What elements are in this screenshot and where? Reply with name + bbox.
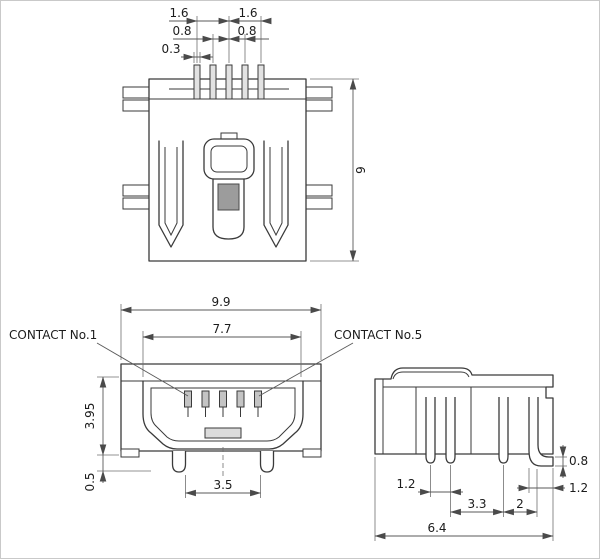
top-view-dimensions: 1.6 1.6 0.8 0.8 0.3 9 [161,6,368,262]
side-view-outline [374,367,554,467]
dim-label-overall-width: 9.9 [211,295,230,309]
dim-label-standoff: 0.5 [83,472,97,491]
dim-label-shell-width: 7.7 [212,322,231,336]
top-view: 1.6 1.6 0.8 0.8 0.3 9 [122,6,368,262]
dim-label-pitch-0-8-right: 0.8 [237,24,256,38]
dim-label-span-b: 2 [516,497,524,511]
dim-label-lead-thickness: 0.8 [569,454,588,468]
side-view-dimensions: 0.8 1.2 1.2 3.3 2 6.4 [374,445,588,541]
top-view-outline [122,64,333,262]
dim-label-overall-depth: 6.4 [427,521,446,535]
dim-label-foot-length: 1.2 [569,481,588,495]
dim-label-post-span: 3.5 [213,478,232,492]
dim-label-lead-pitch: 1.2 [396,477,415,491]
front-view-contacts [184,390,262,417]
dim-label-span-a: 3.3 [467,497,486,511]
dim-label-pitch-0-8-left: 0.8 [172,24,191,38]
contact-1-label: CONTACT No.1 [9,328,97,342]
dim-label-depth: 9 [354,166,368,174]
dim-label-pitch-1-6-left: 1.6 [169,6,188,20]
front-view-dimensions: 9.9 7.7 CONTACT No.1 CONTACT No.5 3.95 0… [9,295,422,498]
top-view-pins [193,64,265,100]
dim-label-body-height: 3.95 [83,403,97,430]
dim-label-pin-width: 0.3 [161,42,180,56]
contact-5-label: CONTACT No.5 [334,328,422,342]
front-view-outline [120,363,322,479]
side-view: 0.8 1.2 1.2 3.3 2 6.4 [374,367,588,541]
front-view: 9.9 7.7 CONTACT No.1 CONTACT No.5 3.95 0… [9,295,422,498]
dim-label-pitch-1-6-right: 1.6 [238,6,257,20]
